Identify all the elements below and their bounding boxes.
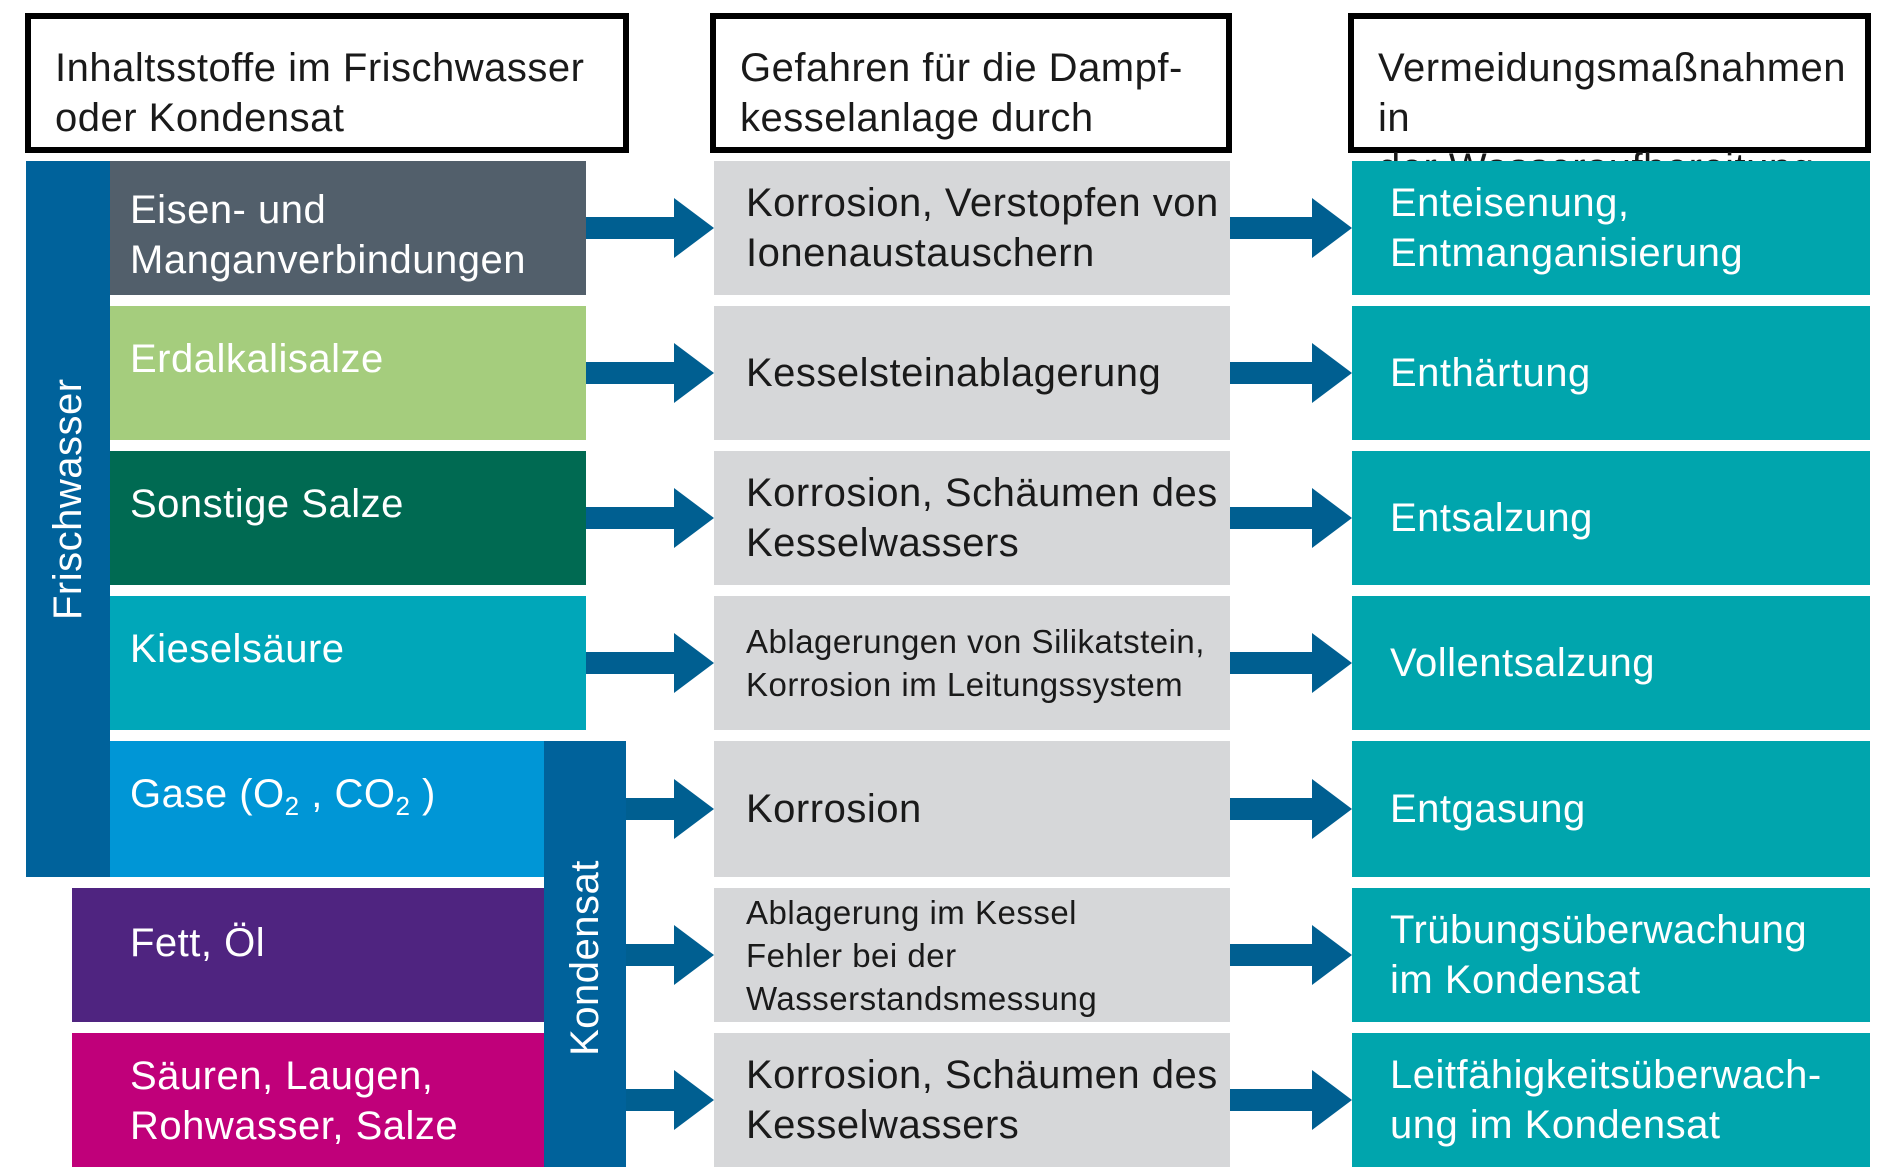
hazard-1-line1: Korrosion, Verstopfen von bbox=[746, 181, 1219, 225]
substance-alkaline-earth-salts: Erdalkalisalze bbox=[110, 306, 586, 440]
hazard-1-line2: Ionenaustauschern bbox=[746, 231, 1095, 275]
frischwasser-bar bbox=[26, 161, 110, 877]
measure-6-line1: Trübungsüberwachung bbox=[1390, 908, 1808, 952]
hazard-box-6: Ablagerung im Kessel Fehler bei der Wass… bbox=[714, 888, 1230, 1022]
hazard-box-3: Korrosion, Schäumen des Kesselwassers bbox=[714, 451, 1230, 585]
arrow-hazard-to-measure-4 bbox=[1230, 633, 1352, 693]
hazard-7-line1: Korrosion, Schäumen des bbox=[746, 1053, 1218, 1097]
hazard-6-line1: Ablagerung im Kessel bbox=[746, 893, 1078, 931]
substance-gases-label: Gase (O2 , CO2 ) bbox=[130, 772, 436, 821]
header-hazards-line2: kesselanlage durch bbox=[740, 96, 1094, 140]
measure-box-4: Vollentsalzung bbox=[1352, 596, 1870, 730]
substance-silicic-acid: Kieselsäure bbox=[110, 596, 586, 730]
measure-6-line2: im Kondensat bbox=[1390, 958, 1641, 1002]
substance-acids-lyes-line1: Säuren, Laugen, bbox=[130, 1054, 434, 1098]
hazard-3-line1: Korrosion, Schäumen des bbox=[746, 471, 1218, 515]
arrow-hazard-to-measure-2 bbox=[1230, 343, 1352, 403]
header-substances-line2: oder Kondensat bbox=[55, 96, 345, 140]
hazard-7-line2: Kesselwassers bbox=[746, 1103, 1020, 1147]
kondensat-label: Kondensat bbox=[563, 860, 607, 1056]
measure-box-6: Trübungsüberwachung im Kondensat bbox=[1352, 888, 1870, 1022]
substance-other-salts: Sonstige Salze bbox=[110, 451, 586, 585]
substance-other-salts-label: Sonstige Salze bbox=[130, 482, 404, 526]
measure-box-3: Entsalzung bbox=[1352, 451, 1870, 585]
hazard-box-2: Kesselsteinablagerung bbox=[714, 306, 1230, 440]
measure-7-line1: Leitfähigkeitsüberwach- bbox=[1390, 1053, 1822, 1097]
hazard-box-4: Ablagerungen von Silikatstein, Korrosion… bbox=[714, 596, 1230, 730]
substance-alkaline-earth-salts-label: Erdalkalisalze bbox=[130, 337, 384, 381]
measure-7-line2: ung im Kondensat bbox=[1390, 1103, 1721, 1147]
substance-acids-lyes: Säuren, Laugen, Rohwasser, Salze bbox=[72, 1033, 544, 1167]
measure-box-5: Entgasung bbox=[1352, 741, 1870, 877]
arrow-substance-to-hazard-2 bbox=[586, 343, 714, 403]
arrow-substance-to-hazard-1 bbox=[586, 198, 714, 258]
arrow-substance-to-hazard-4 bbox=[586, 633, 714, 693]
measure-box-7: Leitfähigkeitsüberwach- ung im Kondensat bbox=[1352, 1033, 1870, 1167]
arrow-kondensat-to-hazard-6 bbox=[626, 925, 714, 985]
substance-silicic-acid-label: Kieselsäure bbox=[130, 627, 345, 671]
hazard-6-line3: Wasserstandsmessung bbox=[746, 979, 1098, 1017]
substance-iron-manganese-line1: Eisen- und bbox=[130, 188, 327, 232]
substance-acids-lyes-line2: Rohwasser, Salze bbox=[130, 1104, 459, 1148]
substance-fat-oil-label: Fett, Öl bbox=[130, 921, 266, 965]
header-measures: Vermeidungsmaßnahmen in der Wasseraufber… bbox=[1348, 13, 1871, 190]
measure-1-line2: Entmanganisierung bbox=[1390, 231, 1744, 275]
frischwasser-label: Frischwasser bbox=[46, 378, 90, 620]
substance-fat-oil: Fett, Öl bbox=[72, 888, 544, 1022]
measure-box-1: Enteisenung, Entmanganisierung bbox=[1352, 161, 1870, 295]
header-hazards-line1: Gefahren für die Dampf- bbox=[740, 46, 1183, 90]
measure-4-line1: Vollentsalzung bbox=[1390, 641, 1655, 685]
hazard-box-7: Korrosion, Schäumen des Kesselwassers bbox=[714, 1033, 1230, 1167]
measure-2-line1: Enthärtung bbox=[1390, 351, 1591, 395]
hazard-box-5: Korrosion bbox=[714, 741, 1230, 877]
substance-iron-manganese-line2: Manganverbindungen bbox=[130, 238, 526, 282]
measure-box-2: Enthärtung bbox=[1352, 306, 1870, 440]
measure-3-line1: Entsalzung bbox=[1390, 496, 1593, 540]
header-substances-line1: Inhaltsstoffe im Frischwasser bbox=[55, 46, 585, 90]
hazard-4-line1: Ablagerungen von Silikatstein, bbox=[746, 623, 1205, 660]
measure-5-line1: Entgasung bbox=[1390, 787, 1586, 831]
substance-gases: Gase (O2 , CO2 ) bbox=[110, 741, 544, 877]
arrow-hazard-to-measure-5 bbox=[1230, 779, 1352, 839]
header-measures-line1: Vermeidungsmaßnahmen in bbox=[1378, 46, 1847, 140]
hazard-4-line2: Korrosion im Leitungssystem bbox=[746, 666, 1184, 703]
hazard-box-1: Korrosion, Verstopfen von Ionenaustausch… bbox=[714, 161, 1230, 295]
hazard-2-line1: Kesselsteinablagerung bbox=[746, 351, 1162, 395]
hazard-3-line2: Kesselwassers bbox=[746, 521, 1020, 565]
substance-iron-manganese: Eisen- und Manganverbindungen bbox=[110, 161, 586, 295]
arrow-hazard-to-measure-1 bbox=[1230, 198, 1352, 258]
hazard-5-line1: Korrosion bbox=[746, 787, 922, 831]
arrow-substance-to-hazard-3 bbox=[586, 488, 714, 548]
arrow-hazard-to-measure-7 bbox=[1230, 1070, 1352, 1130]
arrow-hazard-to-measure-3 bbox=[1230, 488, 1352, 548]
arrow-kondensat-to-hazard-7 bbox=[626, 1070, 714, 1130]
arrow-hazard-to-measure-6 bbox=[1230, 925, 1352, 985]
header-hazards: Gefahren für die Dampf- kesselanlage dur… bbox=[710, 13, 1232, 153]
measure-1-line1: Enteisenung, bbox=[1390, 181, 1630, 225]
kondensat-bar bbox=[544, 741, 626, 1167]
arrow-kondensat-to-hazard-5 bbox=[626, 779, 714, 839]
hazard-6-line2: Fehler bei der bbox=[746, 936, 957, 974]
header-substances: Inhaltsstoffe im Frischwasser oder Konde… bbox=[25, 13, 629, 153]
